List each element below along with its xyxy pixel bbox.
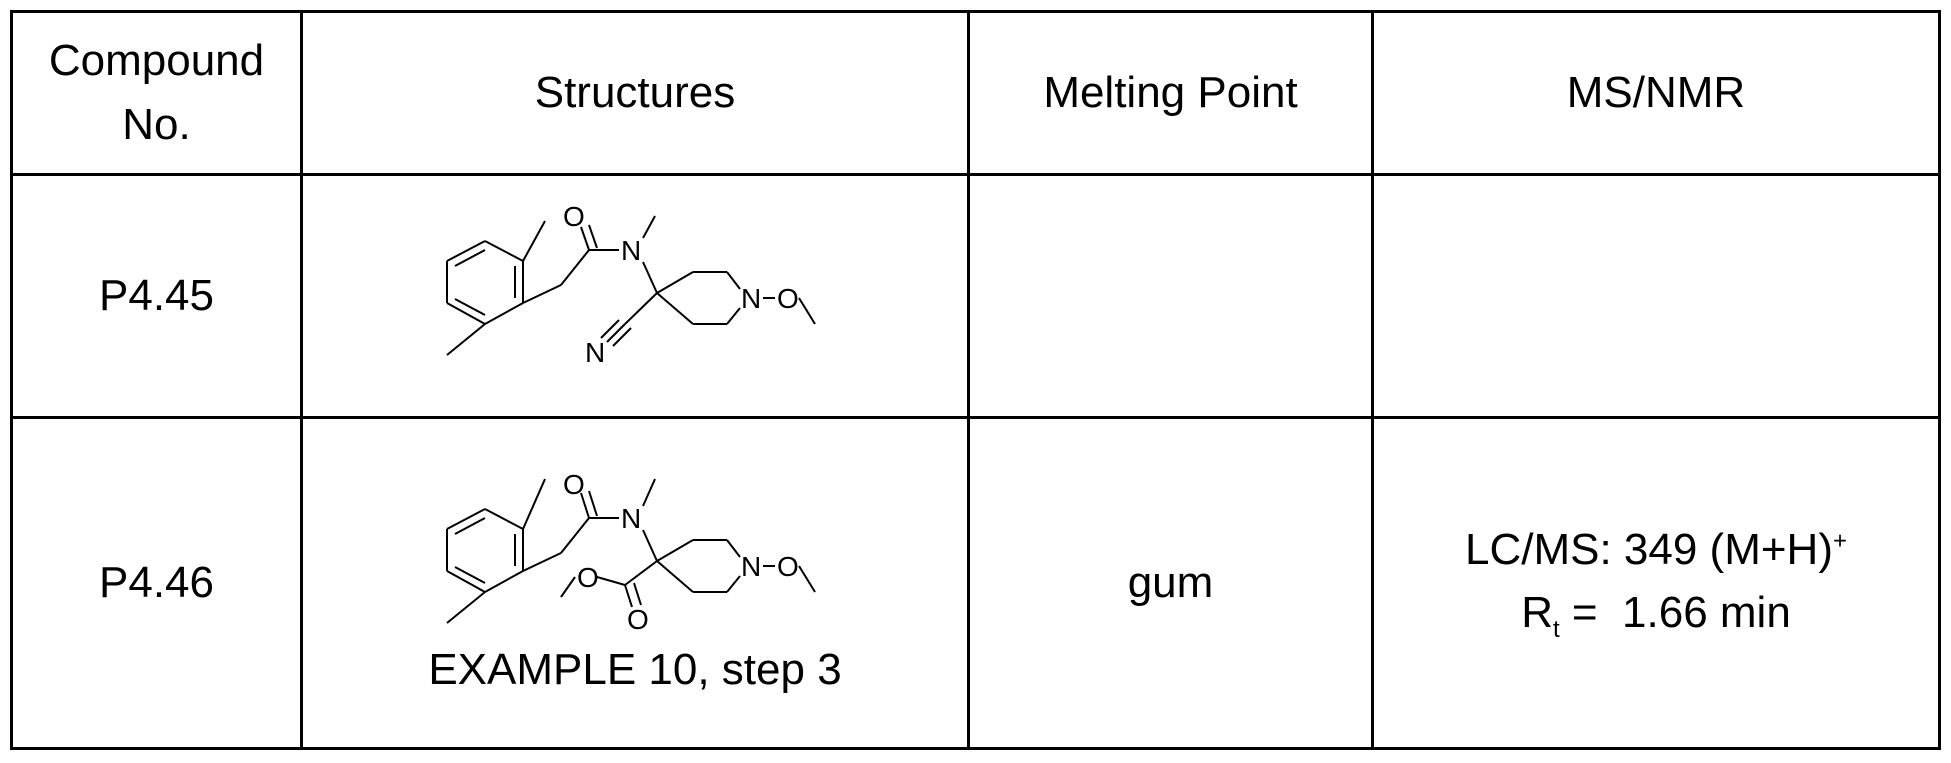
atom-n-ring: N: [741, 551, 761, 582]
table-row: P4.46: [12, 417, 1940, 748]
atom-o-methoxy: O: [777, 283, 799, 314]
atom-o-ester-carbonyl: O: [627, 604, 649, 634]
ms-nmr-cell: [1373, 174, 1940, 417]
melting-point-cell: gum: [969, 417, 1373, 748]
header-row: Compound No. Structures Melting Point MS…: [12, 12, 1940, 175]
rt-symbol: R: [1521, 588, 1553, 637]
compound-table: Compound No. Structures Melting Point MS…: [10, 10, 1941, 750]
header-compound-no: Compound No.: [12, 12, 302, 175]
atom-n-nitrile: N: [585, 337, 605, 368]
ms-nmr-cell: LC/MS: 349 (M+H)+ Rt = 1.66 min: [1373, 417, 1940, 748]
atom-n-ring: N: [741, 283, 761, 314]
chemical-structure-p4-46: O N N O O O: [425, 464, 845, 634]
atom-o-carbonyl: O: [563, 469, 585, 500]
atom-o-carbonyl: O: [563, 201, 585, 232]
atom-o-ester: O: [577, 562, 599, 593]
melting-point-cell: [969, 174, 1373, 417]
header-ms-nmr: MS/NMR: [1373, 12, 1940, 175]
lcms-value: LC/MS: 349 (M+H): [1465, 525, 1833, 574]
chemical-structure-p4-45: O N N O N: [425, 196, 845, 396]
lcms-line: LC/MS: 349 (M+H)+: [1374, 518, 1938, 582]
retention-time-line: Rt = 1.66 min: [1374, 581, 1938, 648]
atom-n-amide: N: [621, 235, 641, 266]
header-structures: Structures: [302, 12, 969, 175]
compound-id: P4.46: [12, 417, 302, 748]
rt-value: = 1.66 min: [1560, 588, 1791, 637]
structure-caption: EXAMPLE 10, step 3: [303, 638, 967, 702]
header-melting-point: Melting Point: [969, 12, 1373, 175]
rt-subscript: t: [1553, 616, 1560, 643]
atom-o-methoxy: O: [777, 551, 799, 582]
structure-cell: O N N O N: [302, 174, 969, 417]
atom-n-amide: N: [621, 503, 641, 534]
structure-cell: O N N O O O EXAMPLE 10, step 3: [302, 417, 969, 748]
compound-id: P4.45: [12, 174, 302, 417]
lcms-charge: +: [1833, 527, 1847, 554]
table-row: P4.45: [12, 174, 1940, 417]
